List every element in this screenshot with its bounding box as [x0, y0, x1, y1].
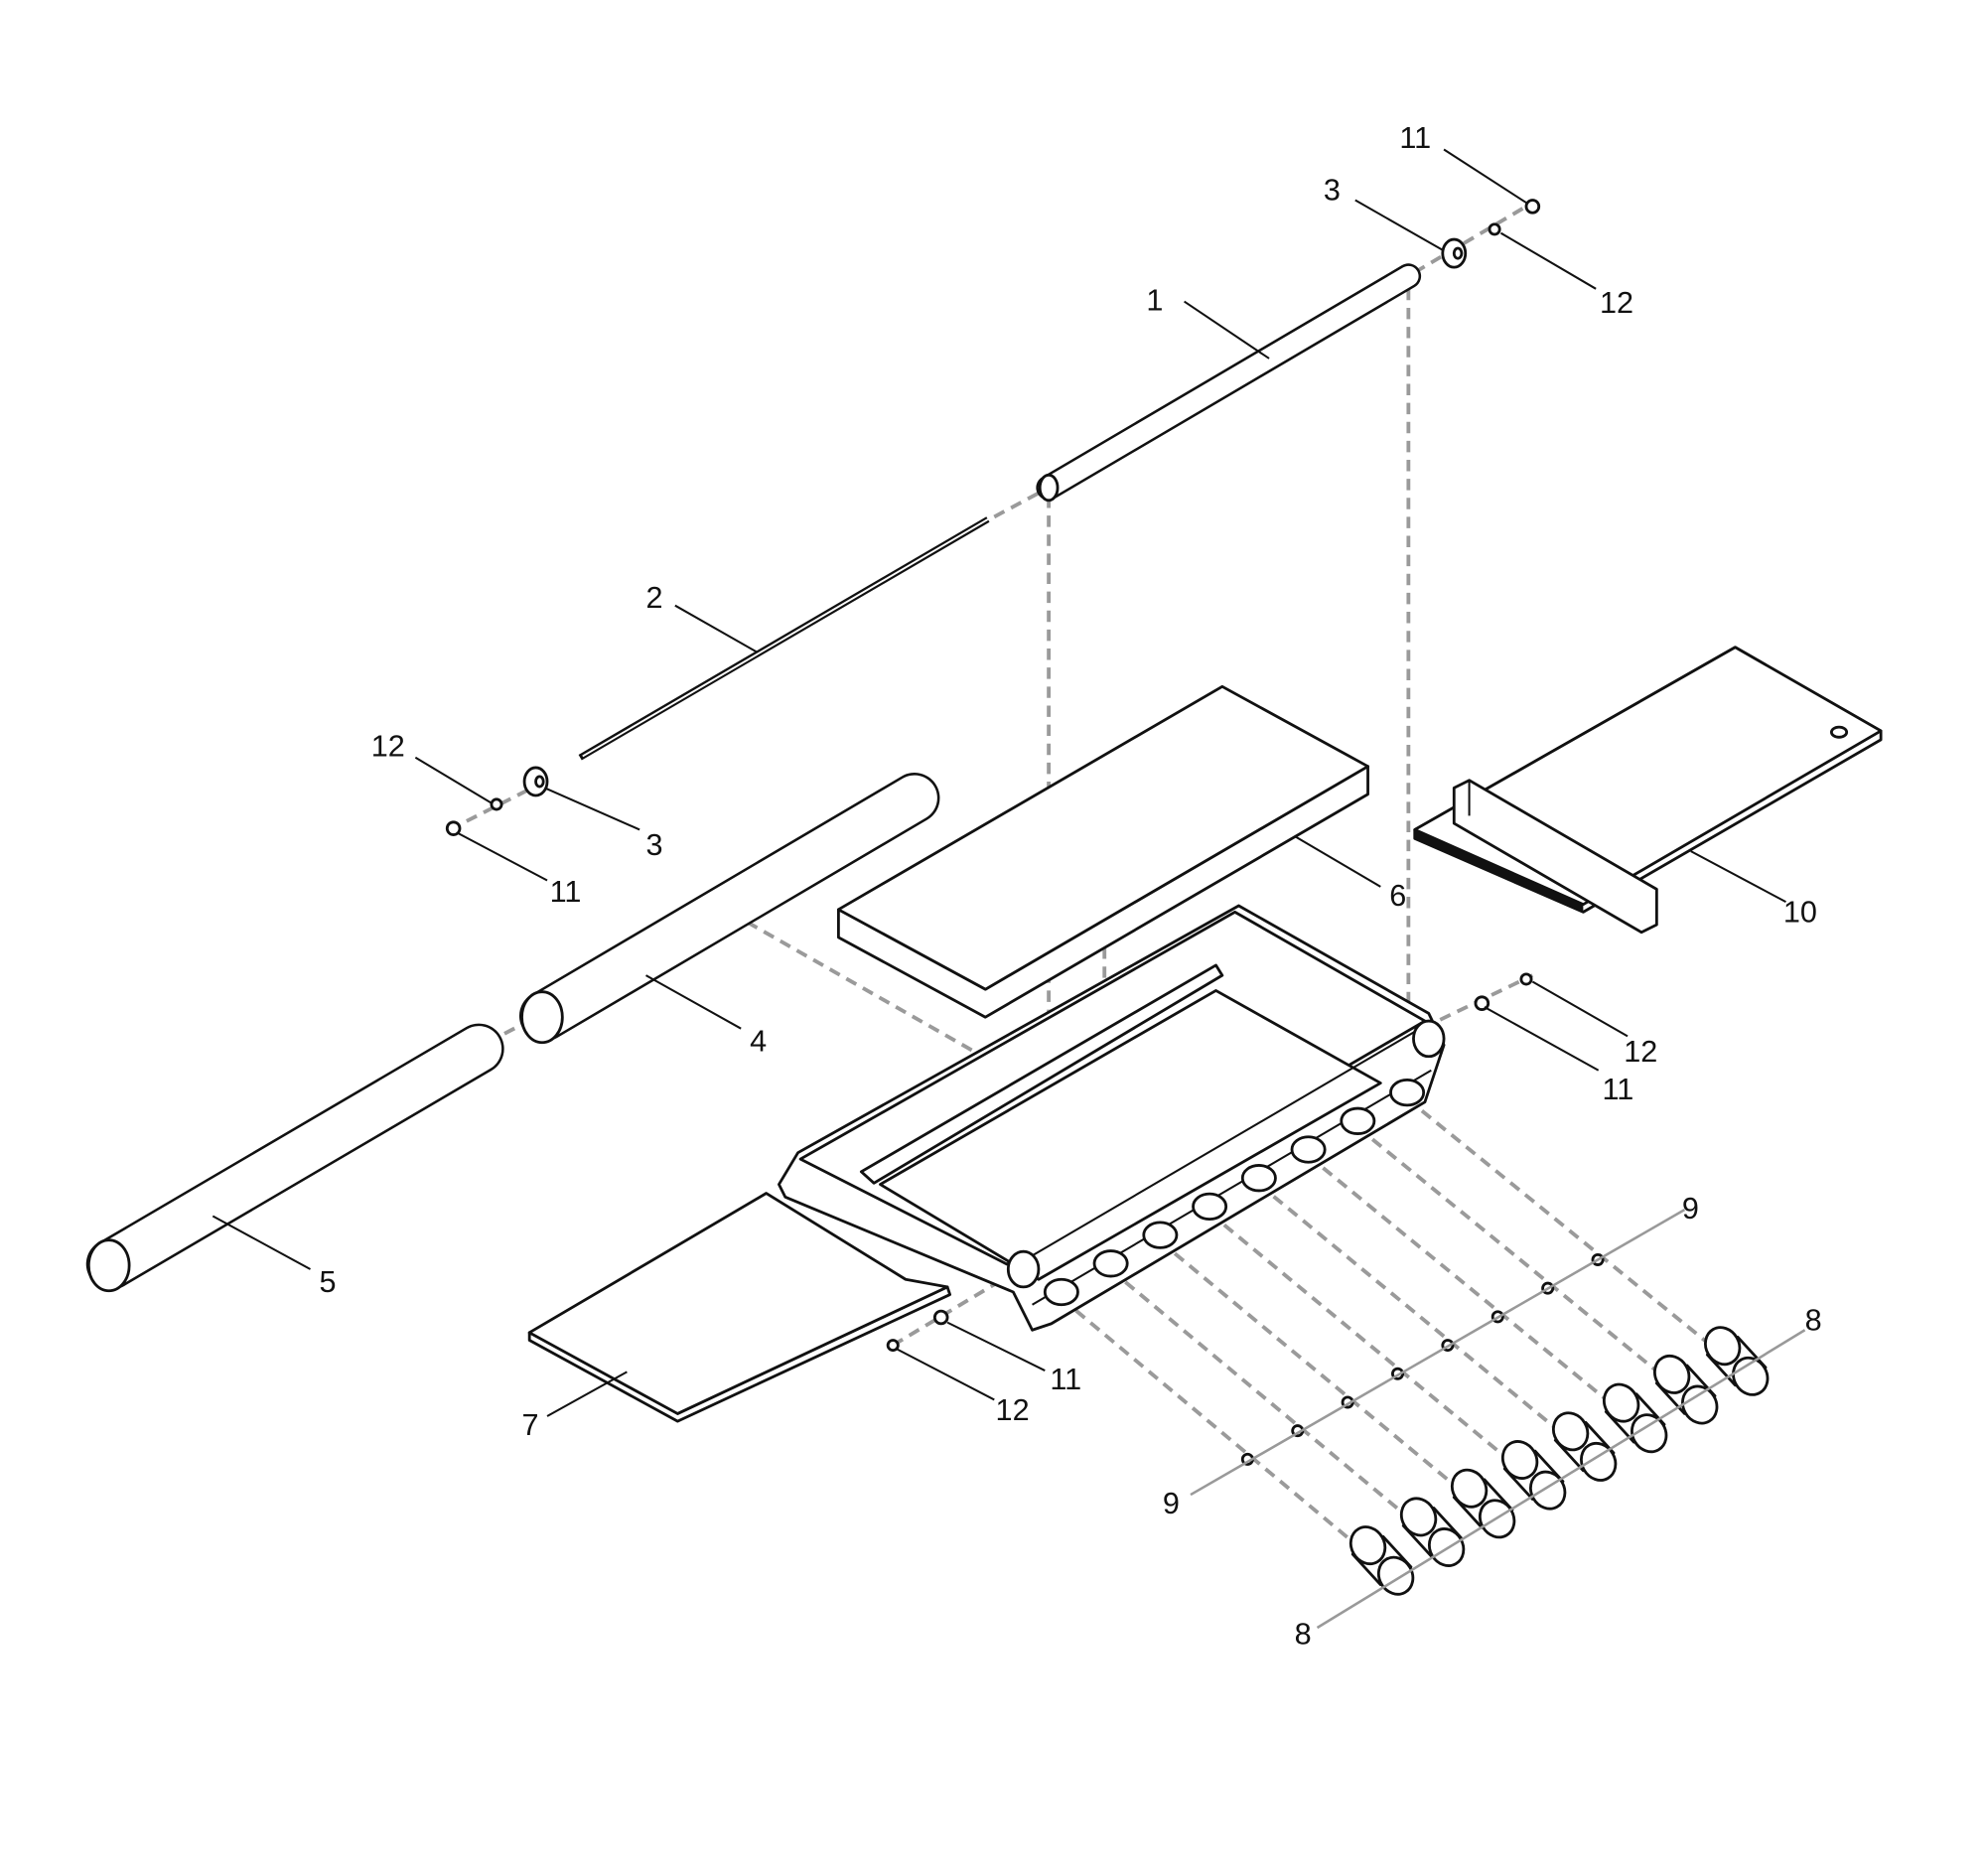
roller-guide-line — [1109, 1268, 1414, 1522]
part-6-pad — [836, 684, 1369, 1019]
part-9-axle — [1190, 1208, 1686, 1497]
part-4-tube — [518, 773, 940, 1045]
callout-10: 10 — [1783, 896, 1817, 930]
callout-5: 5 — [319, 1265, 336, 1299]
roller-hole — [1092, 1249, 1129, 1278]
roller-hole — [1290, 1135, 1327, 1164]
part-1-tube — [1036, 263, 1422, 503]
roller — [1653, 1354, 1719, 1425]
callout-11: 11 — [550, 875, 582, 909]
assembly-guides — [448, 201, 1718, 1551]
callout-8: 8 — [1805, 1303, 1822, 1337]
roller-hole — [1043, 1277, 1079, 1307]
callout-8: 8 — [1295, 1618, 1312, 1652]
roller-guide-line — [1356, 1125, 1667, 1380]
callout-labels: 1 2 3 3 4 5 6 7 8 8 9 9 10 11 11 11 11 1… — [319, 121, 1821, 1651]
part-7-plate — [527, 1192, 952, 1423]
roller — [1399, 1497, 1466, 1567]
callout-3: 3 — [646, 828, 663, 862]
callout-6: 6 — [1389, 879, 1406, 913]
callout-12: 12 — [1624, 1035, 1657, 1069]
part-10-plate — [1413, 646, 1883, 935]
part-8-axle — [1316, 1329, 1806, 1630]
main-frame — [778, 904, 1446, 1332]
callout-12: 12 — [996, 1393, 1030, 1427]
callout-7: 7 — [522, 1408, 539, 1442]
callout-11: 11 — [1399, 121, 1431, 155]
roller — [1704, 1326, 1770, 1396]
part-3-bushing — [522, 237, 1468, 797]
roller-hole — [1142, 1221, 1179, 1249]
roller-guide-line — [1159, 1239, 1465, 1494]
leader-lines — [212, 148, 1786, 1417]
part-2-threaded-rod — [578, 516, 990, 761]
roller-guide-line — [1405, 1097, 1718, 1352]
roller-hole — [1240, 1164, 1277, 1193]
callout-9: 9 — [1163, 1487, 1180, 1520]
roller-guide-line — [1257, 1183, 1566, 1437]
callout-12: 12 — [371, 729, 405, 763]
callout-12: 12 — [1600, 286, 1633, 320]
roller — [1551, 1411, 1618, 1482]
roller-hole — [1340, 1106, 1376, 1135]
roller-guide-line — [1207, 1211, 1515, 1466]
fasteners — [445, 199, 1541, 1353]
roller-guide-line — [1060, 1296, 1363, 1551]
roller-hole — [1389, 1078, 1426, 1107]
callout-1: 1 — [1146, 283, 1163, 317]
part-5-tube — [85, 1023, 504, 1293]
callout-3: 3 — [1324, 174, 1341, 208]
callout-11: 11 — [1603, 1073, 1634, 1106]
callout-11: 11 — [1050, 1363, 1081, 1396]
callout-4: 4 — [750, 1025, 767, 1059]
callout-2: 2 — [646, 581, 663, 615]
roller — [1450, 1468, 1516, 1539]
roller — [1602, 1382, 1668, 1454]
roller-guide-line — [1307, 1154, 1617, 1408]
roller-hole — [1192, 1192, 1228, 1222]
callout-9: 9 — [1682, 1192, 1699, 1226]
